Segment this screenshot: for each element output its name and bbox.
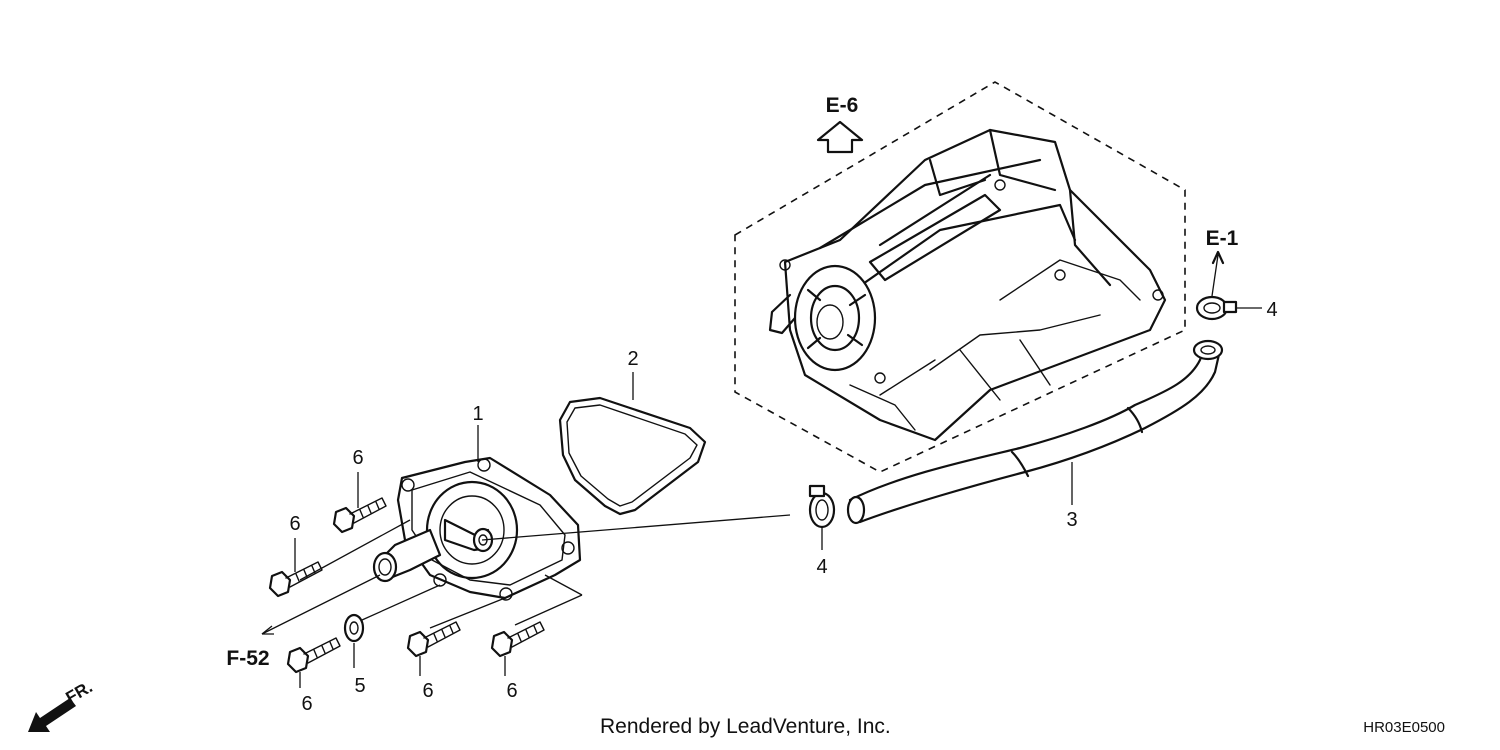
reference-arrow-up-icon <box>816 120 864 154</box>
callout-4-lower[interactable]: 4 <box>816 556 827 578</box>
callout-5[interactable]: 5 <box>354 675 365 697</box>
flange-bolt-4 <box>406 621 461 658</box>
water-pump-cover <box>372 456 582 601</box>
sealing-washer <box>343 613 365 643</box>
engine-case-assembly <box>734 81 1186 473</box>
callout-6-bottom-right[interactable]: 6 <box>506 680 517 702</box>
reference-arrow-e1-icon <box>1211 250 1225 265</box>
leader-lines <box>261 254 1262 688</box>
front-direction-arrow-icon <box>28 698 76 732</box>
callout-6-top[interactable]: 6 <box>352 447 363 469</box>
callout-4-upper[interactable]: 4 <box>1266 299 1277 321</box>
flange-bolt-1 <box>332 497 387 534</box>
assembly-boundary <box>734 81 1186 473</box>
callout-1[interactable]: 1 <box>472 403 483 425</box>
callout-2[interactable]: 2 <box>627 348 638 370</box>
flange-bolt-5 <box>490 621 545 658</box>
water-pump-gasket <box>558 396 707 516</box>
footer-credit: Rendered by LeadVenture, Inc. <box>600 715 891 738</box>
reference-f52[interactable]: F-52 <box>226 647 269 670</box>
flange-bolt-3 <box>286 637 341 674</box>
water-hose <box>846 339 1224 525</box>
callout-3[interactable]: 3 <box>1066 509 1077 531</box>
callout-6-bottom-middle[interactable]: 6 <box>422 680 433 702</box>
callout-6-left[interactable]: 6 <box>289 513 300 535</box>
reference-e1[interactable]: E-1 <box>1206 227 1239 250</box>
callout-6-bottom-left[interactable]: 6 <box>301 693 312 715</box>
hose-clamp-lower <box>808 484 836 529</box>
reference-e6[interactable]: E-6 <box>826 94 859 117</box>
diagram-code: HR03E0500 <box>1363 719 1445 736</box>
flange-bolt-2 <box>268 561 323 598</box>
hose-clamp-upper <box>1195 295 1238 321</box>
